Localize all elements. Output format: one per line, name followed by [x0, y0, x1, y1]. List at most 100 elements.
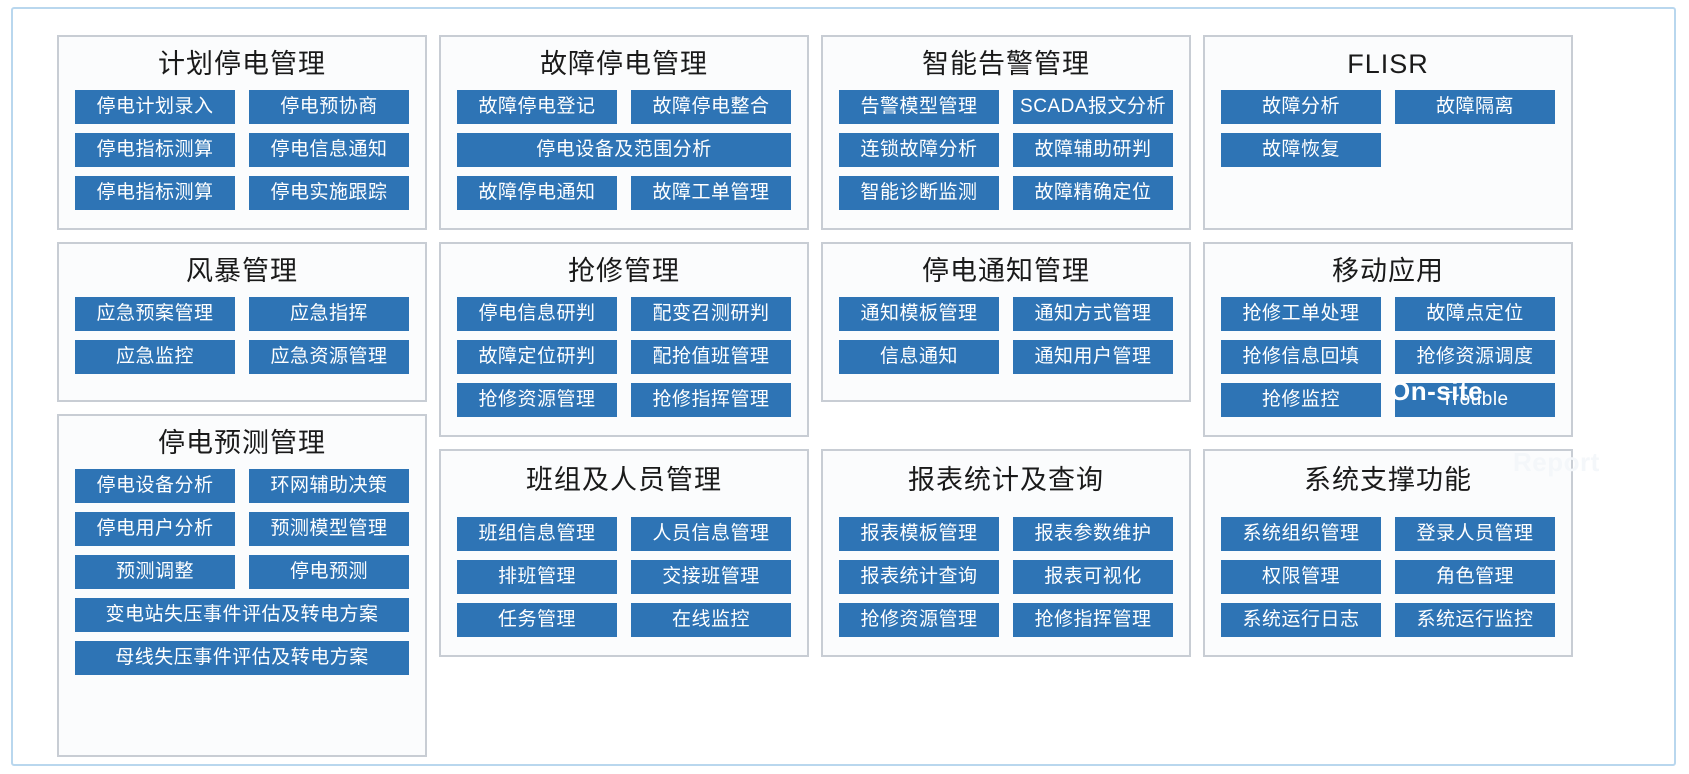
module-button[interactable]: 抢修资源管理	[839, 603, 999, 637]
button-row: 停电指标测算 停电信息通知	[75, 133, 409, 167]
button-row: 报表模板管理 报表参数维护	[839, 517, 1173, 551]
module-button[interactable]: 母线失压事件评估及转电方案	[75, 641, 409, 675]
button-row: 抢修监控 Trouble	[1221, 383, 1555, 417]
module-button[interactable]: 停电设备及范围分析	[457, 133, 791, 167]
module-button[interactable]: 抢修资源调度	[1395, 340, 1555, 374]
module-button[interactable]: 停电指标测算	[75, 133, 235, 167]
module-button[interactable]: 登录人员管理	[1395, 517, 1555, 551]
panel-title: 故障停电管理	[540, 49, 708, 79]
module-button[interactable]: 排班管理	[457, 560, 617, 594]
module-button[interactable]: 人员信息管理	[631, 517, 791, 551]
module-button[interactable]: 抢修指挥管理	[1013, 603, 1173, 637]
panel-system-support-functions[interactable]: 系统支撑功能 系统组织管理 登录人员管理 权限管理 角色管理 系统运行日志 系统…	[1203, 449, 1573, 657]
module-button[interactable]: 预测调整	[75, 555, 235, 589]
module-button[interactable]: 环网辅助决策	[249, 469, 409, 503]
panel-team-and-personnel-management[interactable]: 班组及人员管理 班组信息管理 人员信息管理 排班管理 交接班管理 任务管理 在线…	[439, 449, 809, 657]
module-button[interactable]: 故障分析	[1221, 90, 1381, 124]
button-row: 故障恢复	[1221, 133, 1555, 167]
module-button[interactable]: 故障停电通知	[457, 176, 617, 210]
module-button[interactable]: 应急监控	[75, 340, 235, 374]
module-button[interactable]: 报表统计查询	[839, 560, 999, 594]
module-button[interactable]: 通知用户管理	[1013, 340, 1173, 374]
module-button[interactable]: 应急预案管理	[75, 297, 235, 331]
button-row: 智能诊断监测 故障精确定位	[839, 176, 1173, 210]
button-row: 排班管理 交接班管理	[457, 560, 791, 594]
button-row: 抢修资源管理 抢修指挥管理	[839, 603, 1173, 637]
module-button-trouble[interactable]: Trouble	[1395, 383, 1555, 417]
module-button[interactable]: 故障停电登记	[457, 90, 617, 124]
panel-fault-outage-management[interactable]: 故障停电管理 故障停电登记 故障停电整合 停电设备及范围分析 故障停电通知 故障…	[439, 35, 809, 230]
module-button[interactable]: 系统运行日志	[1221, 603, 1381, 637]
module-button[interactable]: 故障恢复	[1221, 133, 1381, 167]
module-button[interactable]: 应急指挥	[249, 297, 409, 331]
module-button[interactable]: 停电设备分析	[75, 469, 235, 503]
panel-buttons: 停电计划录入 停电预协商 停电指标测算 停电信息通知 停电指标测算 停电实施跟踪	[59, 90, 425, 228]
module-button[interactable]: 智能诊断监测	[839, 176, 999, 210]
panel-emergency-repair-management[interactable]: 抢修管理 停电信息研判 配变召测研判 故障定位研判 配抢值班管理 抢修资源管理 …	[439, 242, 809, 437]
panel-outage-prediction-management[interactable]: 停电预测管理 停电设备分析 环网辅助决策 停电用户分析 预测模型管理 预测调整 …	[57, 414, 427, 757]
module-button[interactable]: 抢修资源管理	[457, 383, 617, 417]
panel-title: FLISR	[1347, 49, 1429, 79]
module-button[interactable]: 抢修指挥管理	[631, 383, 791, 417]
module-button[interactable]: 停电计划录入	[75, 90, 235, 124]
module-button[interactable]: 抢修监控	[1221, 383, 1381, 417]
module-button[interactable]: 信息通知	[839, 340, 999, 374]
module-button[interactable]: 配变召测研判	[631, 297, 791, 331]
module-button[interactable]: 停电用户分析	[75, 512, 235, 546]
module-button[interactable]: 故障精确定位	[1013, 176, 1173, 210]
module-button[interactable]: 变电站失压事件评估及转电方案	[75, 598, 409, 632]
button-row: 故障停电通知 故障工单管理	[457, 176, 791, 210]
module-button[interactable]: 停电指标测算	[75, 176, 235, 210]
button-row: 抢修工单处理 故障点定位	[1221, 297, 1555, 331]
module-button[interactable]: 抢修信息回填	[1221, 340, 1381, 374]
panel-buttons: 告警模型管理 SCADA报文分析 连锁故障分析 故障辅助研判 智能诊断监测 故障…	[823, 90, 1189, 228]
module-button[interactable]: 停电预协商	[249, 90, 409, 124]
module-button[interactable]: 故障停电整合	[631, 90, 791, 124]
module-button[interactable]: SCADA报文分析	[1013, 90, 1173, 124]
module-button[interactable]: 应急资源管理	[249, 340, 409, 374]
panel-buttons: 应急预案管理 应急指挥 应急监控 应急资源管理	[59, 297, 425, 393]
button-row: 停电设备分析 环网辅助决策	[75, 469, 409, 503]
module-button[interactable]: 故障隔离	[1395, 90, 1555, 124]
module-button[interactable]: 交接班管理	[631, 560, 791, 594]
module-button[interactable]: 预测模型管理	[249, 512, 409, 546]
module-button[interactable]: 系统运行监控	[1395, 603, 1555, 637]
module-button[interactable]: 报表可视化	[1013, 560, 1173, 594]
module-button[interactable]: 故障辅助研判	[1013, 133, 1173, 167]
module-button[interactable]: 任务管理	[457, 603, 617, 637]
module-button[interactable]: 权限管理	[1221, 560, 1381, 594]
module-button[interactable]: 故障点定位	[1395, 297, 1555, 331]
module-button[interactable]: 通知模板管理	[839, 297, 999, 331]
module-button[interactable]: 停电实施跟踪	[249, 176, 409, 210]
module-button[interactable]: 停电预测	[249, 555, 409, 589]
module-button[interactable]: 抢修工单处理	[1221, 297, 1381, 331]
panel-mobile-application[interactable]: 移动应用 抢修工单处理 故障点定位 抢修信息回填 抢修资源调度 抢修监控 Tro…	[1203, 242, 1573, 437]
panel-intelligent-alarm-management[interactable]: 智能告警管理 告警模型管理 SCADA报文分析 连锁故障分析 故障辅助研判 智能…	[821, 35, 1191, 230]
panel-flisr[interactable]: FLISR 故障分析 故障隔离 故障恢复	[1203, 35, 1573, 230]
button-row: 故障定位研判 配抢值班管理	[457, 340, 791, 374]
module-button[interactable]: 通知方式管理	[1013, 297, 1173, 331]
module-button[interactable]: 配抢值班管理	[631, 340, 791, 374]
button-row: 母线失压事件评估及转电方案	[75, 641, 409, 675]
module-button[interactable]: 停电信息通知	[249, 133, 409, 167]
panel-outage-notification-management[interactable]: 停电通知管理 通知模板管理 通知方式管理 信息通知 通知用户管理	[821, 242, 1191, 402]
module-button[interactable]: 报表模板管理	[839, 517, 999, 551]
module-button[interactable]: 连锁故障分析	[839, 133, 999, 167]
module-button[interactable]: 故障定位研判	[457, 340, 617, 374]
button-row: 报表统计查询 报表可视化	[839, 560, 1173, 594]
module-button[interactable]: 报表参数维护	[1013, 517, 1173, 551]
panel-report-statistics-and-query[interactable]: 报表统计及查询 报表模板管理 报表参数维护 报表统计查询 报表可视化 抢修资源管…	[821, 449, 1191, 657]
panel-buttons: 停电设备分析 环网辅助决策 停电用户分析 预测模型管理 预测调整 停电预测 变电…	[59, 469, 425, 694]
panel-storm-management[interactable]: 风暴管理 应急预案管理 应急指挥 应急监控 应急资源管理	[57, 242, 427, 402]
module-button[interactable]: 班组信息管理	[457, 517, 617, 551]
panel-buttons: 抢修工单处理 故障点定位 抢修信息回填 抢修资源调度 抢修监控 Trouble	[1205, 297, 1571, 435]
module-button[interactable]: 系统组织管理	[1221, 517, 1381, 551]
panel-planned-outage-management[interactable]: 计划停电管理 停电计划录入 停电预协商 停电指标测算 停电信息通知 停电指标测算…	[57, 35, 427, 230]
module-button[interactable]: 角色管理	[1395, 560, 1555, 594]
module-button[interactable]: 在线监控	[631, 603, 791, 637]
module-button[interactable]: 告警模型管理	[839, 90, 999, 124]
module-button[interactable]: 停电信息研判	[457, 297, 617, 331]
button-row: 应急监控 应急资源管理	[75, 340, 409, 374]
module-button[interactable]: 故障工单管理	[631, 176, 791, 210]
